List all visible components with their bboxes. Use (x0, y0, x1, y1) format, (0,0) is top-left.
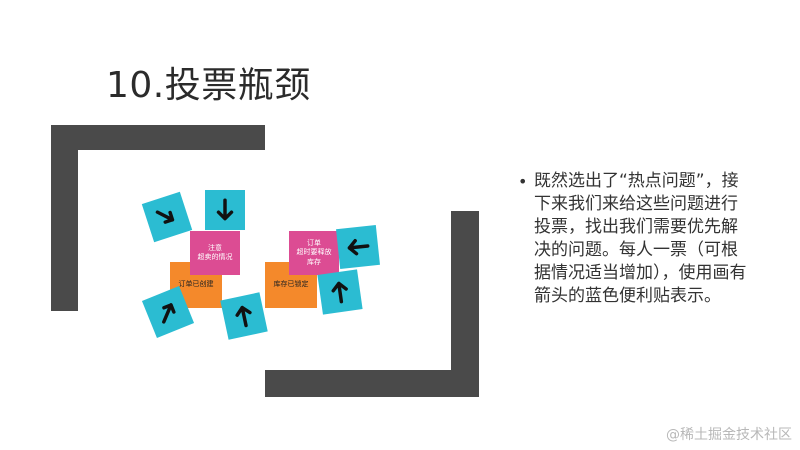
arrow-icon (235, 305, 252, 328)
vote-note-3 (336, 225, 380, 269)
sticky-note-label: 注意 超卖的情况 (197, 243, 233, 261)
sticky-note-timeout-release: 订单 超时要释放 库存 (289, 231, 339, 275)
frame-bottom-right-vertical (451, 211, 479, 397)
vote-note-1 (141, 191, 193, 243)
vote-note-2 (205, 190, 245, 230)
sticky-note-label: 订单已创建 (178, 280, 214, 289)
arrow-icon (347, 239, 370, 256)
frame-top-left-horizontal (51, 125, 265, 150)
frame-top-left-vertical (51, 125, 78, 311)
bullet-text: 既然选出了“热点问题”，接下来我们来给这些问题进行投票，找出我们需要优先解决的问… (534, 171, 747, 306)
bullet-icon: • (518, 172, 528, 191)
sticky-note-label: 库存已锁定 (273, 280, 309, 289)
arrow-icon (331, 281, 348, 304)
arrow-icon (216, 198, 234, 221)
arrow-icon (155, 210, 175, 224)
arrow-icon (162, 303, 176, 324)
bullet-list: • 既然选出了“热点问题”，接下来我们来给这些问题进行投票，找出我们需要优先解决… (518, 170, 758, 308)
vote-note-6 (220, 292, 268, 340)
vote-note-4 (317, 269, 363, 315)
sticky-note-label: 订单 超时要释放 库存 (296, 238, 332, 266)
watermark: @稀土掘金技术社区 (666, 427, 792, 443)
vote-note-5 (141, 285, 195, 339)
frame-bottom-right-horizontal (265, 370, 479, 397)
bullet-item: • 既然选出了“热点问题”，接下来我们来给这些问题进行投票，找出我们需要优先解决… (518, 170, 758, 308)
sticky-note-oversell-issue: 注意 超卖的情况 (190, 231, 240, 275)
slide-title: 10.投票瓶颈 (106, 65, 311, 106)
